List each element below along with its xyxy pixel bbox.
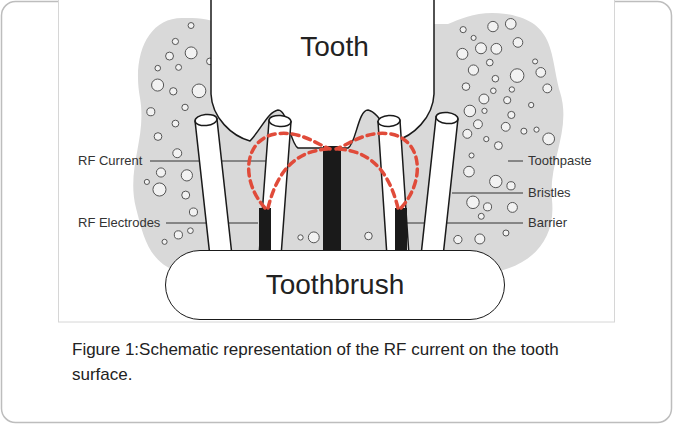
bubble <box>488 21 498 31</box>
bubble <box>503 230 509 236</box>
bubble <box>460 27 466 33</box>
bubble <box>469 153 474 158</box>
illustration-frame <box>59 0 615 322</box>
bubble <box>185 47 197 59</box>
bubble <box>454 235 462 243</box>
bubble <box>170 88 177 95</box>
tooth-shape: Tooth <box>210 0 459 154</box>
bubble <box>505 19 516 30</box>
toothbrush-box: Toothbrush <box>165 250 505 320</box>
bubble <box>475 234 485 244</box>
bubble <box>501 122 510 131</box>
bristle <box>378 120 409 256</box>
bubble <box>365 232 373 240</box>
bubble <box>507 202 517 212</box>
bubble <box>468 65 478 75</box>
bristle-tip <box>194 113 217 126</box>
bubble <box>176 64 182 70</box>
bubble <box>491 88 497 94</box>
bubble <box>192 84 206 98</box>
bubble <box>529 102 534 107</box>
bubble <box>467 196 479 208</box>
bubble <box>152 79 164 91</box>
bubble <box>474 120 483 129</box>
bubble <box>182 191 190 199</box>
bubble <box>513 38 523 48</box>
bubble <box>174 231 182 239</box>
figure-caption: Figure 1:Schematic representation of the… <box>72 338 617 387</box>
rf-electrode <box>395 208 407 254</box>
bubble <box>172 120 179 127</box>
bubble <box>482 108 487 113</box>
bristle <box>195 119 232 257</box>
part-label: Toothpaste <box>528 153 592 169</box>
bubble <box>166 52 174 60</box>
bubble <box>484 203 492 211</box>
bubble <box>462 83 470 91</box>
bubble <box>463 129 472 138</box>
bubble <box>504 97 511 104</box>
leader-lines <box>150 161 523 223</box>
bubble <box>298 235 303 240</box>
leader-line <box>166 223 258 224</box>
rf-current-path <box>336 149 398 208</box>
bubble <box>457 48 468 59</box>
bubble <box>508 111 515 118</box>
bubble <box>494 142 502 150</box>
barrier <box>323 146 341 254</box>
leader-line <box>508 161 523 162</box>
bubble <box>479 94 489 104</box>
tooth-outline-path <box>211 0 434 148</box>
leader-line <box>150 161 278 162</box>
bristle-tip <box>435 111 458 124</box>
bubble <box>308 232 319 243</box>
part-label: RF Electrodes <box>78 215 160 231</box>
bubble <box>156 168 165 177</box>
node-label: Toothbrush <box>266 270 405 301</box>
bubble <box>162 239 167 244</box>
node-label: Tooth <box>210 32 459 63</box>
part-label: Bristles <box>528 185 571 201</box>
bubble <box>464 105 476 117</box>
bubble <box>510 69 524 83</box>
bubble <box>543 84 552 93</box>
bubble <box>181 170 192 181</box>
bubble <box>492 75 499 82</box>
bubble <box>189 208 197 216</box>
bubble <box>172 38 178 44</box>
bubble <box>464 166 475 177</box>
bristle <box>421 117 458 257</box>
bubble <box>173 149 182 158</box>
rf-current-path <box>268 149 330 208</box>
tooth-outline <box>210 0 435 154</box>
bubble <box>534 127 539 132</box>
bubble <box>188 23 194 29</box>
leader-line <box>452 193 523 194</box>
bubble <box>182 104 188 110</box>
bubble <box>188 228 194 234</box>
bubble <box>475 43 486 54</box>
bubble <box>543 133 555 145</box>
bubble <box>536 68 546 78</box>
bubble <box>490 175 502 187</box>
bubble <box>491 43 502 54</box>
bubble <box>155 65 161 71</box>
part-label: RF Current <box>78 153 142 169</box>
bubble <box>507 182 515 190</box>
bubble <box>484 136 489 141</box>
bubble <box>147 108 155 116</box>
leader-line <box>407 223 523 224</box>
bubble <box>521 128 527 134</box>
bubble <box>478 213 484 219</box>
bubble <box>154 133 162 141</box>
bubble <box>486 59 493 66</box>
bubble <box>509 87 514 92</box>
bubble <box>144 179 149 184</box>
part-label: Barrier <box>528 215 567 231</box>
bubble <box>471 35 476 40</box>
rf-electrode <box>259 208 271 254</box>
bristle <box>259 120 291 257</box>
bubble <box>153 183 166 196</box>
bubble <box>533 59 538 64</box>
